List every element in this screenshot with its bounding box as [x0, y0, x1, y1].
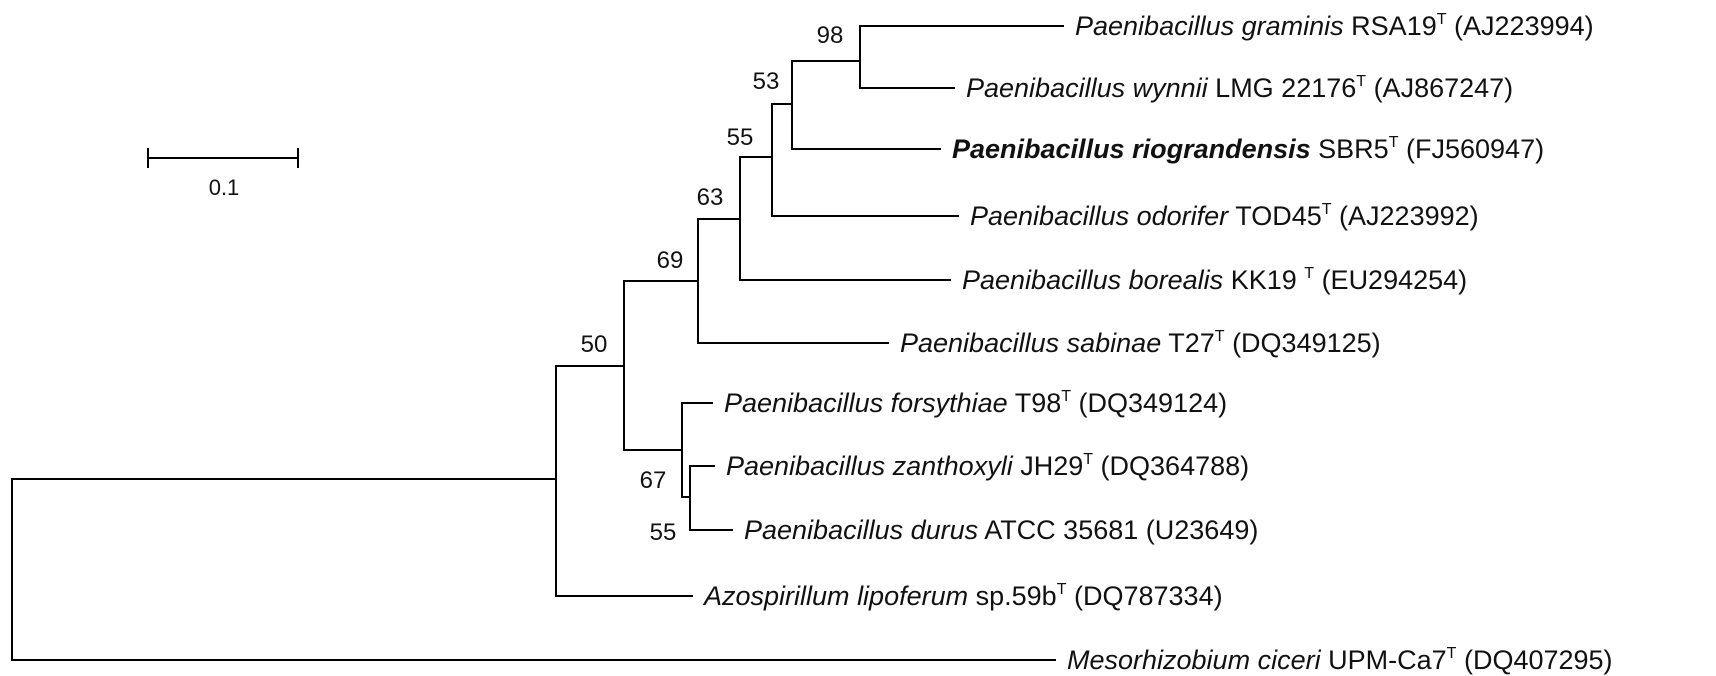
bootstrap-69: 69	[657, 247, 684, 274]
leaf-labels: Paenibacillus graminis RSA19T (AJ223994)…	[702, 11, 1613, 675]
bootstrap-98: 98	[817, 22, 844, 49]
leaf-ciceri: Mesorhizobium ciceri UPM-Ca7T (DQ407295)	[1067, 645, 1613, 675]
leaf-borealis: Paenibacillus borealis KK19 T (EU294254)	[962, 265, 1467, 295]
leaf-lipoferum: Azospirillum lipoferum sp.59bT (DQ787334…	[702, 581, 1223, 611]
bootstrap-63: 63	[697, 184, 724, 211]
leaf-forsythiae: Paenibacillus forsythiae T98T (DQ349124)	[724, 388, 1227, 418]
bootstrap-values: 98 53 55 63 69 50 67 55	[581, 22, 844, 546]
bootstrap-55-durus: 55	[650, 519, 677, 546]
bootstrap-50: 50	[581, 331, 608, 358]
leaf-sabinae: Paenibacillus sabinae T27T (DQ349125)	[900, 328, 1381, 358]
tree-branches	[11, 25, 1064, 661]
leaf-riograndensis: Paenibacillus riograndensis SBR5T (FJ560…	[952, 134, 1544, 164]
bootstrap-55: 55	[727, 124, 754, 151]
bootstrap-67: 67	[640, 467, 667, 494]
leaf-graminis: Paenibacillus graminis RSA19T (AJ223994)	[1075, 11, 1594, 41]
leaf-durus: Paenibacillus durus ATCC 35681 (U23649)	[744, 515, 1258, 545]
leaf-odorifer: Paenibacillus odorifer TOD45T (AJ223992)	[970, 201, 1479, 231]
leaf-wynnii: Paenibacillus wynnii LMG 22176T (AJ86724…	[966, 73, 1513, 103]
leaf-zanthoxyli: Paenibacillus zanthoxyli JH29T (DQ364788…	[726, 451, 1249, 481]
bootstrap-53: 53	[753, 68, 780, 95]
scale-bar-label: 0.1	[209, 175, 240, 200]
scale-bar: 0.1	[147, 148, 299, 200]
